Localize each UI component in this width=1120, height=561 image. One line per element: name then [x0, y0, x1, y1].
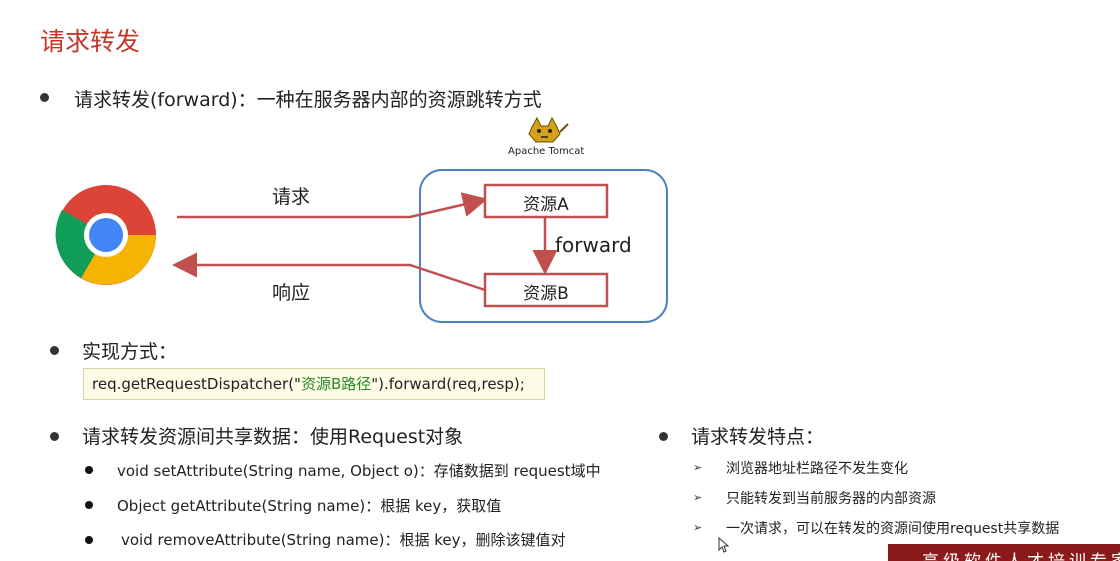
- shared-data-heading: 请求转发资源间共享数据：使用Request对象: [82, 426, 464, 448]
- bullet-icon: [50, 432, 59, 441]
- server-box: [419, 169, 668, 323]
- implementation-heading: 实现方式：: [82, 341, 178, 363]
- mouse-cursor-icon: [718, 537, 730, 553]
- resource-b-box: [483, 272, 609, 308]
- bullet-icon: [85, 466, 93, 474]
- shared-data-item: void setAttribute(String name, Object o)…: [117, 462, 601, 480]
- tomcat-icon: [528, 116, 569, 143]
- response-label: 响应: [272, 282, 311, 304]
- tomcat-label: Apache Tomcat: [508, 146, 585, 157]
- shared-data-item: Object getAttribute(String name)：根据 key，…: [117, 497, 502, 515]
- feature-item: 一次请求，可以在转发的资源间使用request共享数据: [726, 521, 1060, 537]
- page-title: 请求转发: [40, 27, 141, 56]
- resource-b-label: 资源B: [523, 284, 569, 304]
- response-arrow: [172, 252, 486, 292]
- arrow-bullet-icon: ➢: [693, 491, 703, 504]
- bullet-icon: [50, 346, 59, 355]
- chrome-icon: [55, 185, 156, 285]
- footer-text: 高级软件人才培训专家: [922, 547, 1120, 561]
- code-prefix: req.getRequestDispatcher(": [92, 375, 301, 393]
- request-label: 请求: [272, 186, 311, 208]
- feature-item: 只能转发到当前服务器的内部资源: [726, 491, 936, 507]
- code-suffix: ").forward(req,resp);: [371, 375, 525, 393]
- bullet-icon: [40, 93, 49, 102]
- bullet-icon: [659, 432, 668, 441]
- forward-diagram: [55, 116, 668, 323]
- code-string: 资源B路径: [300, 375, 372, 393]
- footer-banner: 高级软件人才培训专家: [888, 544, 1120, 561]
- resource-a-box: [483, 183, 609, 219]
- arrow-bullet-icon: ➢: [693, 521, 703, 534]
- request-arrow: [177, 192, 488, 219]
- code-snippet: req.getRequestDispatcher("资源B路径").forwar…: [83, 368, 545, 400]
- shared-data-item: void removeAttribute(String name)：根据 key…: [121, 531, 566, 549]
- intro-text: 请求转发(forward)：一种在服务器内部的资源跳转方式: [74, 89, 542, 111]
- feature-item: 浏览器地址栏路径不发生变化: [726, 461, 908, 477]
- bullet-icon: [85, 501, 93, 509]
- features-heading: 请求转发特点：: [691, 426, 825, 448]
- forward-label: forward: [555, 233, 632, 257]
- resource-a-label: 资源A: [523, 195, 569, 215]
- arrow-bullet-icon: ➢: [693, 461, 703, 474]
- bullet-icon: [85, 536, 93, 544]
